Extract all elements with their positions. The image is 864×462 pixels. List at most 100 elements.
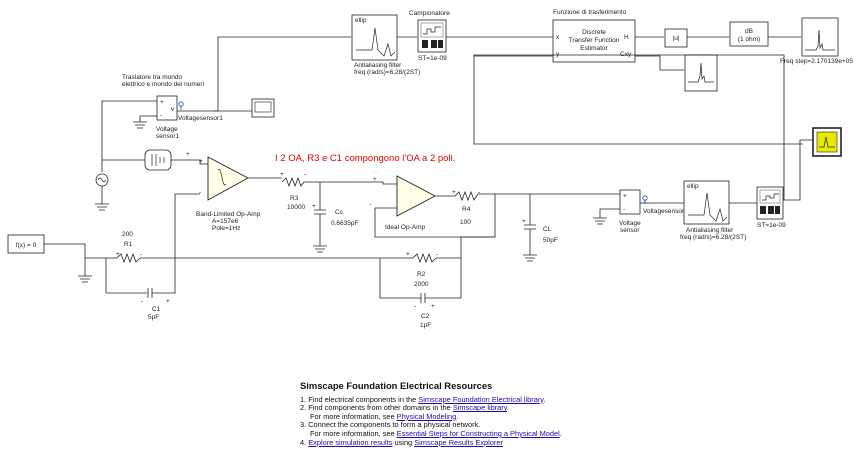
svg-text:+: + (199, 158, 203, 165)
cl-label: CL (543, 226, 552, 233)
resistor-r4[interactable] (454, 190, 479, 202)
sampler-2[interactable] (756, 186, 784, 220)
voltage-sensor-1[interactable]: + - v (156, 95, 184, 121)
antialias-1-param: freq (rad/s)=6.28/(2ST) (354, 69, 420, 76)
ground-sensor (593, 217, 607, 225)
svg-text:+: + (431, 303, 435, 310)
ac-voltage-source[interactable] (95, 173, 109, 187)
capacitor-cc[interactable] (314, 209, 326, 215)
funzione-title: Funzione di trasferimento (553, 9, 627, 16)
voltage-sensor-label2: sensor (620, 227, 640, 234)
voltage-sensor[interactable]: + - (619, 189, 648, 215)
svg-text:Cxy: Cxy (620, 51, 632, 58)
r3-label: R3 (290, 195, 299, 202)
transfer-function-estimator[interactable]: Discrete Transfer Function Estimator x y… (552, 19, 636, 63)
db-block[interactable]: dB (1 ohm) (729, 21, 769, 47)
resources-title: Simscape Foundation Electrical Resources (300, 380, 493, 391)
band-limited-op-amp[interactable]: + - (199, 156, 249, 201)
svg-text:+: + (406, 251, 410, 258)
resistor-r3[interactable] (281, 176, 305, 188)
st-1: ST=1e-09 (418, 55, 447, 62)
abs-block[interactable]: |u| (664, 28, 688, 48)
svg-text:y: y (556, 51, 560, 58)
r1-label: R1 (124, 241, 133, 248)
c1-label: C1 (152, 306, 161, 313)
antialias-filter-2[interactable]: ellip (683, 180, 730, 225)
scope-main[interactable] (812, 127, 842, 157)
r2-value: 2000 (414, 281, 429, 288)
c1-value: 5pF (148, 314, 159, 321)
traslatore-label-2: elettrico e mondo dei numeri (122, 81, 204, 88)
resistor-r2[interactable] (412, 252, 437, 264)
capacitor-cl[interactable] (524, 224, 536, 230)
campionatore-title: Campionatore (409, 10, 450, 17)
annotation-note: I 2 OA, R3 e C1 compongono l'OA a 2 poli… (275, 153, 455, 164)
svg-text:-: - (436, 251, 438, 258)
c2-label: C2 (421, 313, 430, 320)
band-op-amp-label: Band-Limited Op-Amp (196, 211, 261, 218)
resource-item-4: 4. Explore simulation results using Sims… (300, 437, 503, 447)
link-essential-steps[interactable]: Essential Steps for Constructing a Physi… (396, 428, 560, 438)
svg-text:-: - (304, 171, 306, 178)
r4-label: R4 (462, 206, 471, 213)
r2-label: R2 (417, 271, 426, 278)
r4-value: 100 (460, 219, 471, 226)
capacitor-c2[interactable] (420, 293, 426, 303)
voltage-sensor-label1: Voltage (619, 220, 641, 227)
svg-text:+: + (522, 218, 526, 225)
cc-value: 0.6635pF (331, 220, 358, 227)
svg-text:H: H (624, 34, 629, 41)
resistor-r1[interactable] (116, 252, 141, 264)
resource-item-1: 1. Find electrical components in the Sim… (300, 394, 546, 404)
link-explore-results[interactable]: Explore simulation results (308, 437, 393, 447)
resource-item-3b: For more information, see Essential Step… (310, 428, 562, 438)
svg-text:+: + (312, 203, 316, 210)
controlled-voltage-source[interactable] (144, 149, 172, 171)
ground-source (95, 203, 109, 211)
r3-value: 10000 (287, 204, 305, 211)
svg-text:-: - (369, 201, 371, 208)
svg-text:+: + (373, 176, 377, 183)
capacitor-c1[interactable] (147, 288, 153, 298)
resource-item-2b: For more information, see Physical Model… (310, 411, 459, 421)
traslatore-label-1: Traslatore tra mondo (122, 74, 182, 81)
c2-value: 1pF (420, 322, 431, 329)
spectrum-scope-1[interactable] (801, 17, 839, 57)
voltage-sensor-signal: Voltagesensor (643, 208, 685, 215)
svg-text:ellip: ellip (355, 17, 367, 24)
freq-step-label: Freq step=2.170139e+05 (780, 58, 853, 65)
link-simscape-library[interactable]: Simscape library (452, 403, 507, 413)
ground-solver (78, 275, 92, 283)
svg-text:-: - (140, 251, 142, 258)
svg-text:(1 ohm): (1 ohm) (738, 36, 760, 43)
svg-text:+: + (186, 151, 190, 158)
svg-text:-: - (141, 298, 143, 305)
link-electrical-library[interactable]: Simscape Foundation Electrical library (418, 394, 544, 404)
link-physical-modeling[interactable]: Physical Modeling (396, 411, 457, 421)
svg-text:Discrete: Discrete (582, 29, 606, 36)
svg-text:ellip: ellip (687, 183, 699, 190)
ground-cc (313, 245, 327, 253)
scope-1[interactable] (251, 98, 275, 118)
svg-text:+: + (623, 193, 627, 200)
antialias-1-label: Antialiasing filter (354, 62, 402, 69)
campionatore-block[interactable] (417, 19, 447, 53)
solver-config[interactable]: f(x) = 0 (7, 234, 45, 254)
spectrum-scope-2[interactable] (684, 54, 718, 92)
ground-cl (523, 254, 537, 262)
svg-text:Estimator: Estimator (580, 45, 608, 52)
resource-item-2: 2. Find components from other domains in… (300, 403, 509, 413)
svg-text:+: + (280, 171, 284, 178)
antialias-filter-1[interactable]: ellip Antialiasing filter freq (rad/s)=6… (351, 14, 420, 76)
band-op-amp-pole: Pole=1Hz (212, 225, 240, 232)
ideal-op-amp[interactable] (396, 175, 436, 217)
svg-text:v: v (171, 106, 175, 113)
svg-text:+: + (116, 251, 120, 258)
resource-item-3: 3. Connect the components to form a phys… (300, 420, 481, 430)
link-results-explorer[interactable]: Simscape Results Explorer (414, 437, 503, 447)
r1-value: 200 (122, 231, 133, 238)
svg-text:+: + (452, 189, 456, 196)
svg-text:|u|: |u| (673, 35, 680, 42)
svg-text:-: - (414, 303, 416, 310)
